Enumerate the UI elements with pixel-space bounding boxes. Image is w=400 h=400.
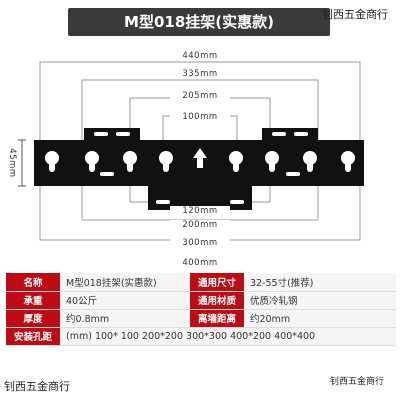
dim-label-205: 205mm: [170, 91, 230, 101]
table-row: 安装孔距 (mm) 100* 100 200*200 300*300 400*2…: [6, 327, 396, 346]
keyhole-holes: [45, 151, 355, 172]
spec-value: 约20mm: [244, 309, 396, 328]
bracket-diagram: 440mm 335mm 205mm 100mm 45mm 120mm 200mm…: [0, 40, 400, 272]
page-title: M型018挂架(实惠款): [124, 13, 274, 31]
store-name-bottom-left: 钊西五金商行: [4, 380, 70, 393]
spec-value: M型018挂架(实惠款): [60, 273, 190, 292]
spec-value: 40公斤: [60, 291, 190, 310]
dim-label-120: 120mm: [170, 206, 230, 216]
store-name-bottom-right: 钊西五金商行: [330, 377, 385, 387]
spec-key: 通用材质: [190, 291, 244, 310]
tab-slots: [94, 132, 308, 204]
spec-value: 约0.8mm: [60, 309, 190, 328]
spec-key: 名称: [6, 273, 60, 292]
spec-value: 32-55寸(推荐): [244, 273, 396, 292]
spec-table: 名称 M型018挂架(实惠款) 通用尺寸 32-55寸(推荐) 承重 40公斤 …: [6, 273, 396, 346]
dim-label-440: 440mm: [170, 51, 230, 61]
dim-label-300: 300mm: [170, 238, 230, 248]
dim-label-335: 335mm: [170, 69, 230, 79]
table-row: 承重 40公斤 通用材质 优质冷轧钢: [6, 291, 396, 310]
up-arrow-icon: [193, 148, 207, 168]
title-banner: M型018挂架(实惠款): [68, 8, 330, 36]
spec-key: 厚度: [6, 309, 60, 328]
spec-key: 通用尺寸: [190, 273, 244, 292]
spec-value: (mm) 100* 100 200*200 300*300 400*200 40…: [60, 327, 396, 346]
store-name-top: 钊西五金商行: [322, 8, 388, 21]
spec-key: 安装孔距: [6, 327, 60, 346]
table-row: 名称 M型018挂架(实惠款) 通用尺寸 32-55寸(推荐): [6, 273, 396, 292]
spec-value: 优质冷轧钢: [244, 291, 396, 310]
table-row: 厚度 约0.8mm 离墙距离 约20mm: [6, 309, 396, 328]
dim-label-45: 45mm: [7, 148, 17, 178]
dim-label-100: 100mm: [170, 112, 230, 122]
spec-key: 离墙距离: [190, 309, 244, 328]
dim-label-400: 400mm: [170, 258, 230, 268]
dim-label-200: 200mm: [170, 220, 230, 230]
bracket-plate: [34, 128, 364, 210]
spec-key: 承重: [6, 291, 60, 310]
bracket-drawing: [18, 61, 364, 241]
